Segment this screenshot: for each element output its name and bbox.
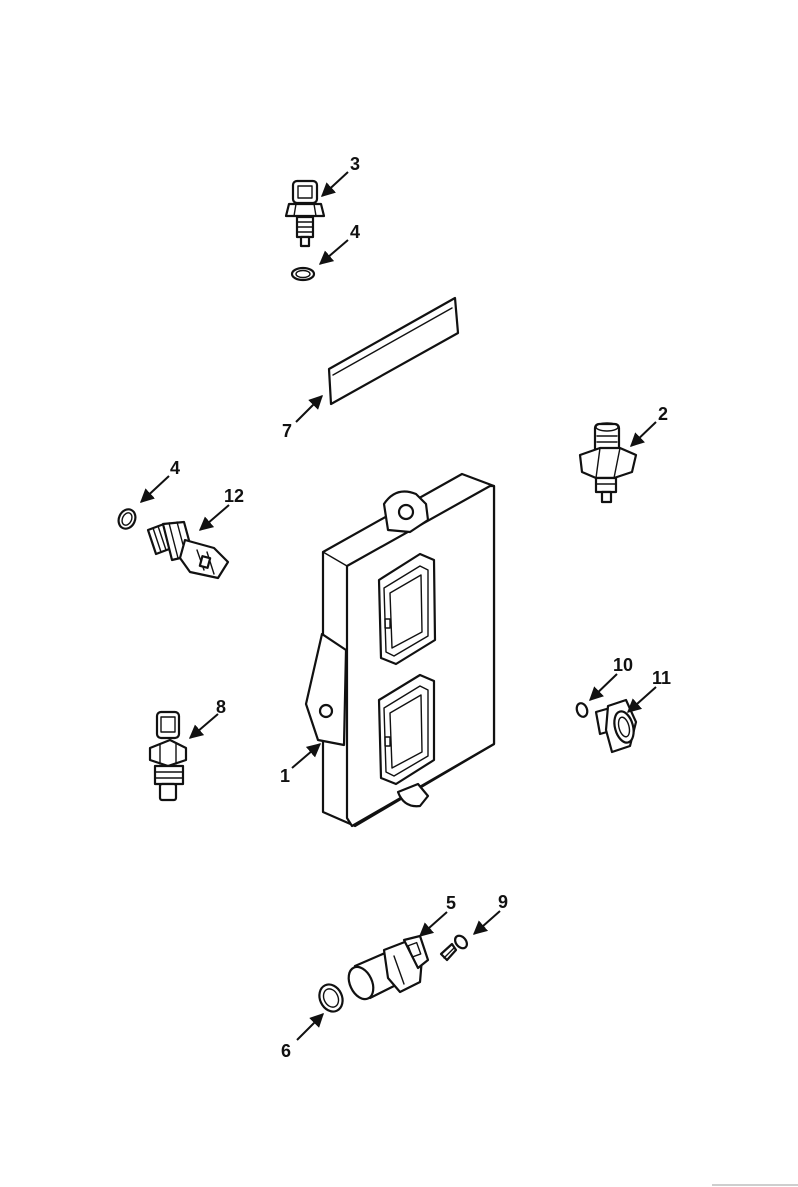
- sensor-12-part: [146, 520, 230, 580]
- seal-4-top-part: [290, 266, 316, 282]
- callout-sensor-3: 3: [350, 154, 360, 174]
- callout-label-7: 7: [282, 421, 292, 441]
- callout-seal-4-top: 4: [350, 222, 360, 242]
- callout-sensor-12: 12: [224, 486, 244, 506]
- sensor-11-part: [594, 698, 638, 754]
- label-7-part: [327, 296, 460, 406]
- callout-seal-10: 10: [613, 655, 633, 675]
- callout-labels: 3 4 7 2 4 12 8 1 10 11 5 9 6: [170, 154, 671, 1061]
- sensor-2-part: [578, 422, 638, 504]
- callout-ecm-1: 1: [280, 766, 290, 786]
- sensor-3-part: [284, 179, 326, 248]
- callout-sensor-8: 8: [216, 697, 226, 717]
- seal-6-part: [318, 983, 344, 1013]
- callout-bolt-9: 9: [498, 892, 508, 912]
- leader-lines: [139, 171, 657, 1041]
- ecm-1-part: [304, 472, 496, 828]
- seal-4-left-part: [117, 508, 137, 530]
- callout-sensor-2: 2: [658, 404, 668, 424]
- bolt-9-part: [439, 934, 469, 962]
- callout-seal-4-left: 4: [170, 458, 180, 478]
- seal-10-part: [575, 702, 589, 718]
- sensor-8-part: [148, 710, 188, 802]
- callout-sensor-11: 11: [652, 668, 671, 688]
- callout-seal-6: 6: [281, 1041, 291, 1061]
- sensor-5-part: [347, 934, 430, 1001]
- callout-sensor-5: 5: [446, 893, 456, 913]
